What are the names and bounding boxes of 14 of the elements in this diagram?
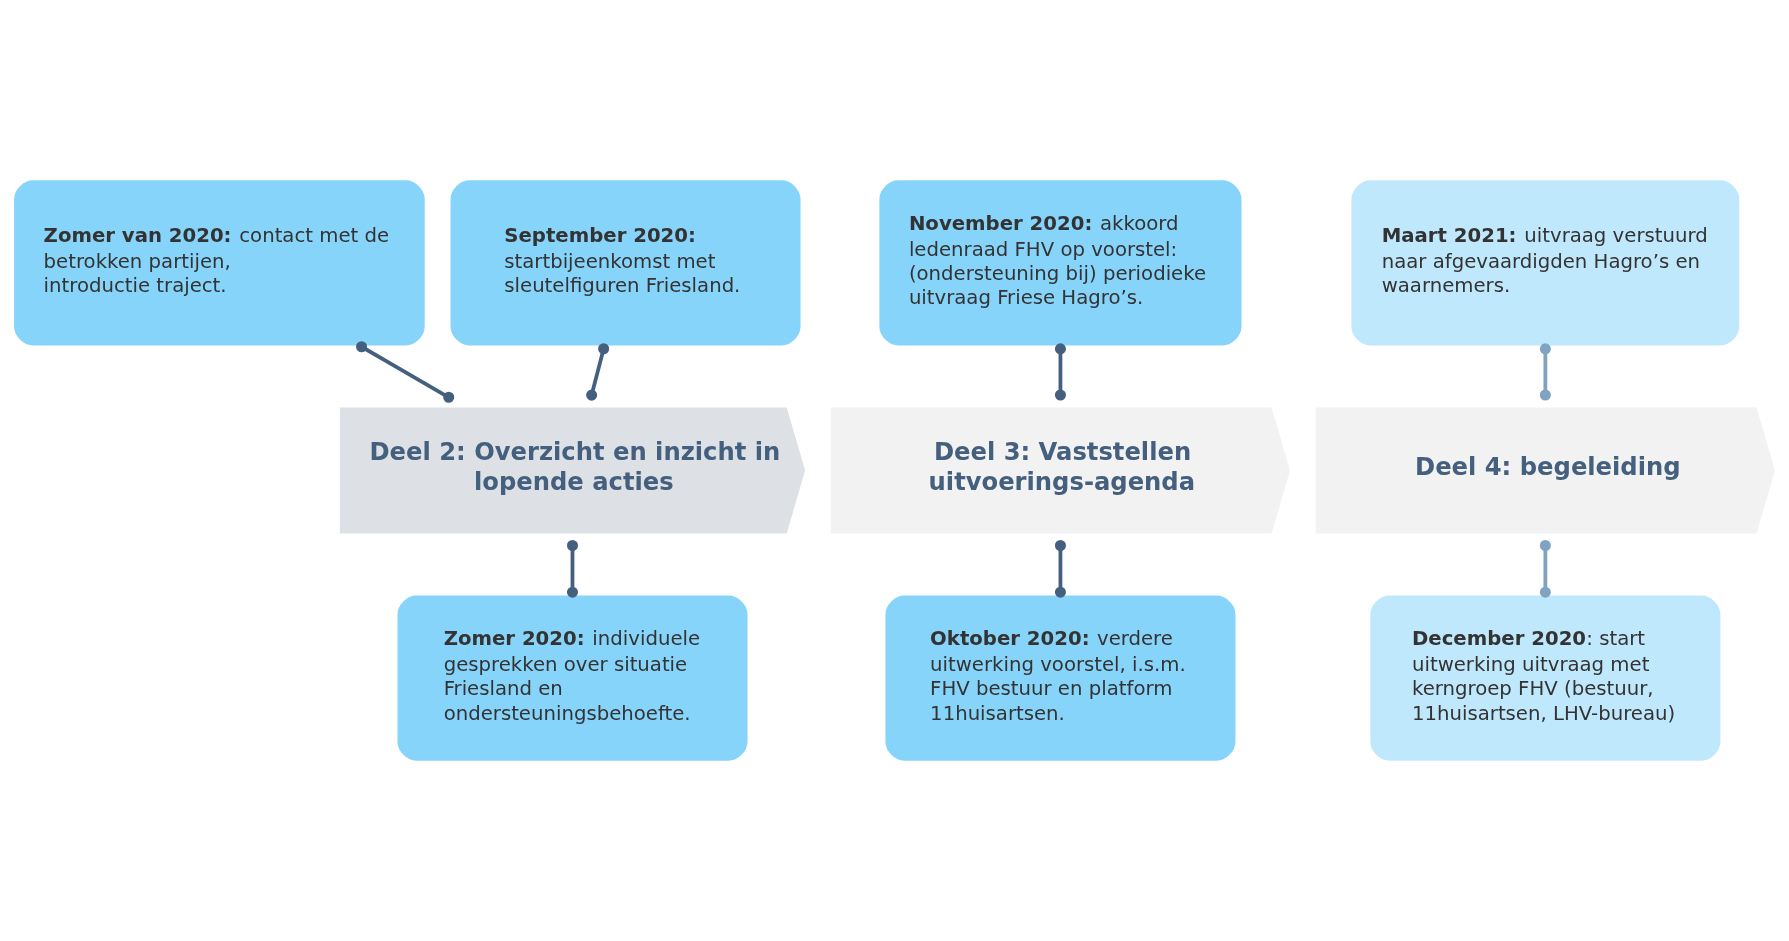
node-box: Zomer van 2020: contact met de betrokken partijen, introductie traject. [14,180,425,346]
connector [1539,539,1551,598]
connector [356,341,455,403]
node-box: Maart 2021: uitvraag verstuurd naar afgevaardigden Hagro’s en waarnemers. [1351,180,1740,346]
node-box: September 2020: startbijeenkomst met sleutelfiguren Friesland. [450,180,801,346]
connector [586,343,610,401]
node-box: December 2020: start uitwerking uitvraag met kerngroep FHV (bestuur, 11huisartsen, LHV-bureau) [1370,595,1721,761]
node-box: Oktober 2020: verdere uitwerking voorstel, i.s.m. FHV bestuur en platform 11huisartsen. [885,595,1236,761]
node-box: November 2020: akkoord ledenraad FHV op voorstel: (ondersteuning bij) periodieke uitvraag Friese Hagro’s. [879,180,1242,346]
connector [566,539,578,598]
connector [1539,343,1551,401]
node-box: Zomer 2020: individuele gesprekken over situatie Friesland en ondersteuningsbehoefte. [397,595,748,761]
connector [1054,539,1066,598]
connector [1054,343,1066,401]
